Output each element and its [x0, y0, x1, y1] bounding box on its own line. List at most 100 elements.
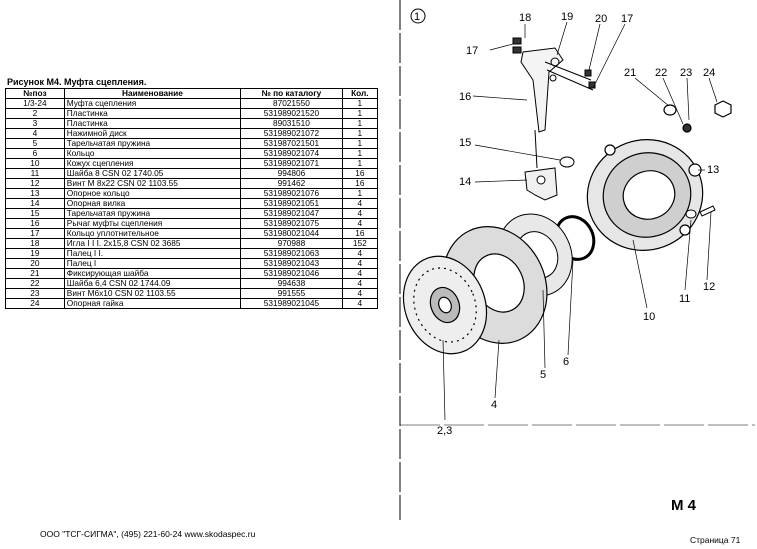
header-position: №поз: [5, 88, 65, 99]
part-label: 16: [459, 91, 471, 103]
name-cell: Шайба 8 CSN 02 1740.05: [63, 168, 242, 179]
table-header-row: №поз Наименование № по каталогу Кол.: [5, 88, 379, 99]
catalog-number-cell: 531989021075: [240, 218, 343, 229]
position-cell: 4: [5, 128, 65, 139]
position-cell: 20: [5, 258, 65, 269]
catalog-number-cell: 531989021045: [240, 298, 343, 309]
position-cell: 21: [5, 268, 65, 279]
catalog-number-cell: 531989021074: [240, 148, 343, 159]
part-label: 15: [459, 137, 471, 149]
name-cell: Муфта сцепления: [63, 98, 242, 109]
quantity-cell: 1: [341, 118, 379, 129]
support-fork: [524, 129, 575, 201]
name-cell: Рычаг муфты сцепления: [63, 218, 242, 229]
catalog-number-cell: 991555: [240, 288, 343, 299]
name-cell: Пластинка: [63, 108, 242, 119]
part-label: 4: [491, 399, 497, 411]
friction-disc: [402, 255, 488, 355]
catalog-number-cell: 531989021063: [240, 248, 343, 259]
position-cell: 12: [5, 178, 65, 189]
catalog-number-cell: 531980021044: [240, 228, 343, 239]
quantity-cell: 16: [341, 228, 379, 239]
bolt-and-washer: [685, 205, 716, 219]
name-cell: Палец I: [63, 258, 242, 269]
catalog-number-cell: 531989021520: [240, 108, 343, 119]
quantity-cell: 4: [341, 218, 379, 229]
quantity-cell: 4: [341, 298, 379, 309]
footer-company: ООО "ТСГ-СИГМА", (495) 221-60-24 www.sko…: [40, 529, 256, 539]
clutch-exploded-drawing: 1: [399, 0, 755, 520]
position-cell: 10: [5, 158, 65, 169]
part-labels: 18 19 20 17 17 16 21 22 23 24 15 13 14 1…: [437, 11, 719, 437]
name-cell: Тарельчатая пружина: [63, 208, 242, 219]
circle-marker-label: 1: [414, 11, 420, 23]
position-cell: 18: [5, 238, 65, 249]
name-cell: Фиксирующая шайба: [63, 268, 242, 279]
part-label: 20: [595, 13, 607, 25]
quantity-cell: 152: [341, 238, 379, 249]
catalog-number-cell: 531989021043: [240, 258, 343, 269]
catalog-number-cell: 87021550: [240, 98, 343, 109]
part-label: 2,3: [437, 425, 452, 437]
part-label: 17: [621, 13, 633, 25]
name-cell: Кольцо уплотнительное: [63, 228, 242, 239]
name-cell: Опорная гайка: [63, 298, 242, 309]
position-cell: 22: [5, 278, 65, 289]
name-cell: Шайба 6,4 CSN 02 1744.09: [63, 278, 242, 289]
figure-title: Рисунок М4. Муфта сцепления.: [7, 77, 147, 87]
quantity-cell: 1: [341, 188, 379, 199]
position-cell: 2: [5, 108, 65, 119]
name-cell: Нажимной диск: [63, 128, 242, 139]
header-name: Наименование: [63, 88, 242, 99]
position-cell: 24: [5, 298, 65, 309]
position-cell: 13: [5, 188, 65, 199]
part-label: 6: [563, 356, 569, 368]
parts-table: №поз Наименование № по каталогу Кол. 1/3…: [5, 88, 379, 309]
position-cell: 3: [5, 118, 65, 129]
part-label: 11: [679, 293, 690, 305]
lever-assembly: [512, 37, 596, 133]
name-cell: Палец I I.: [63, 248, 242, 259]
position-cell: 17: [5, 228, 65, 239]
catalog-number-cell: 970988: [240, 238, 343, 249]
name-cell: Кольцо: [63, 148, 242, 159]
part-label: 18: [519, 12, 531, 24]
circle-marker: [410, 8, 426, 24]
leader-lines: [442, 21, 718, 421]
quantity-cell: 4: [341, 278, 379, 289]
clutch-housing: [586, 100, 732, 251]
part-label: 17: [466, 45, 478, 57]
part-label: 10: [643, 311, 655, 323]
name-cell: Опорная вилка: [63, 198, 242, 209]
quantity-cell: 4: [341, 198, 379, 209]
catalog-number-cell: 531989021072: [240, 128, 343, 139]
catalog-number-cell: 994638: [240, 278, 343, 289]
catalog-number-cell: 531989021047: [240, 208, 343, 219]
catalog-number-cell: 531989021076: [240, 188, 343, 199]
position-cell: 6: [5, 148, 65, 159]
part-label: 21: [624, 67, 636, 79]
position-cell: 14: [5, 198, 65, 209]
quantity-cell: 16: [341, 168, 379, 179]
position-cell: 19: [5, 248, 65, 259]
part-label: 24: [703, 67, 715, 79]
part-label: 23: [680, 67, 692, 79]
name-cell: Опорное кольцо: [63, 188, 242, 199]
